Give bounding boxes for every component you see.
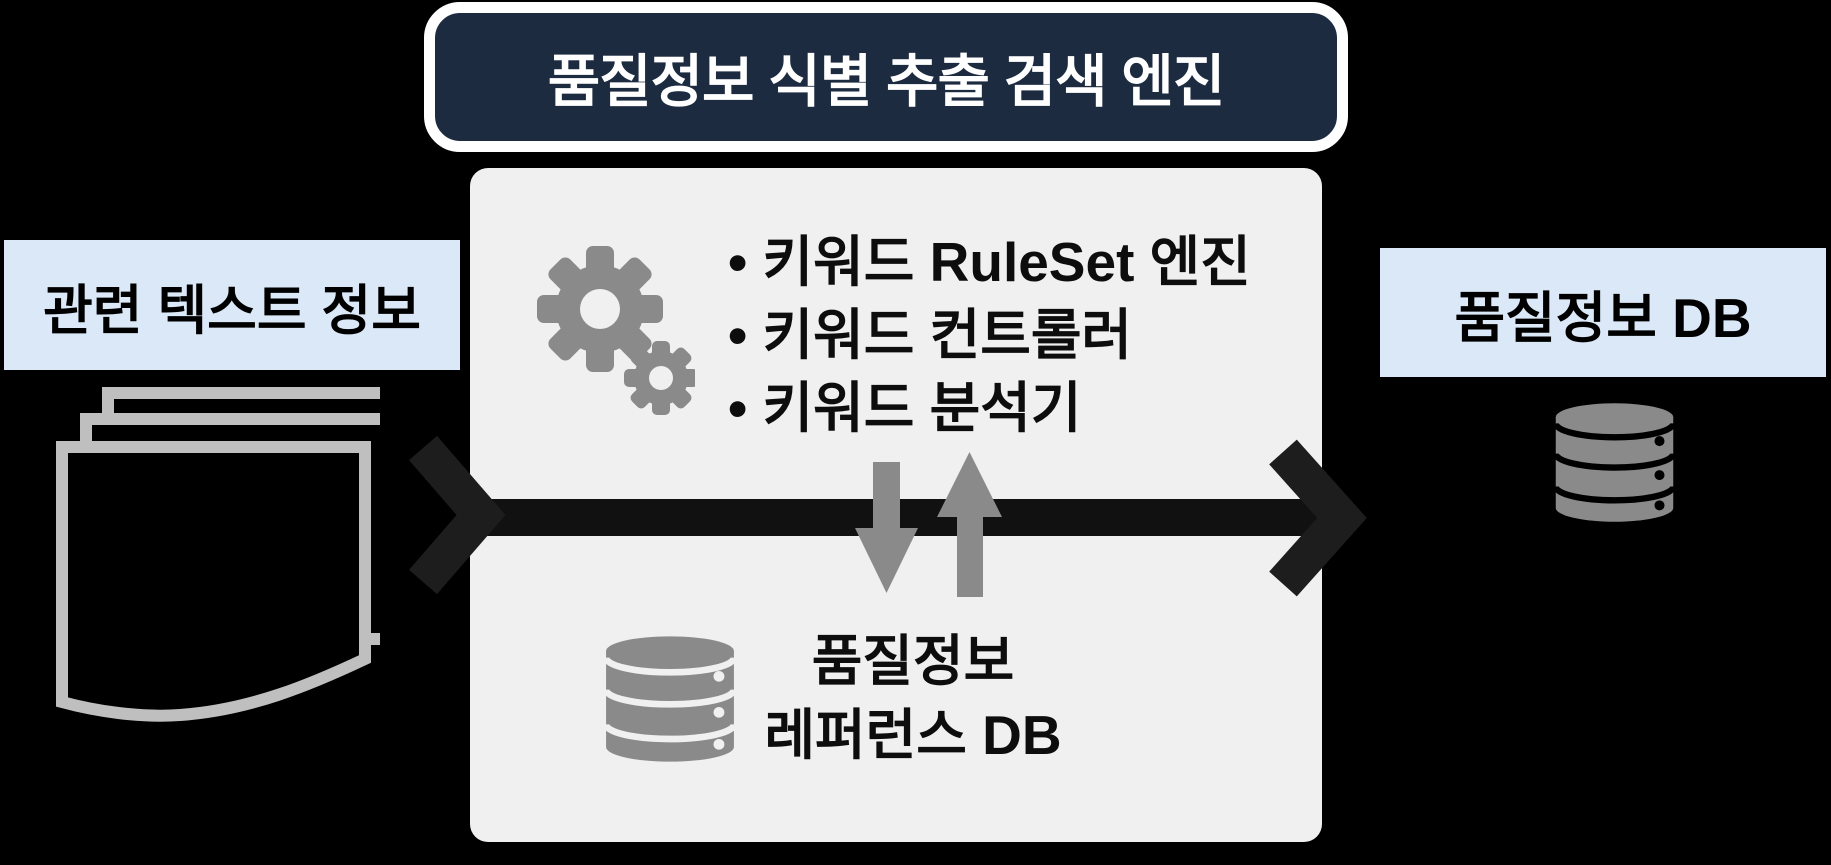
page-title: 품질정보 식별 추출 검색 엔진 — [547, 50, 1226, 114]
title-banner: 품질정보 식별 추출 검색 엔진 — [424, 2, 1348, 152]
arrow-down-icon — [855, 462, 918, 593]
gears-icon — [537, 246, 695, 415]
document-front — [56, 441, 371, 722]
output-label-box: 품질정보 DB — [1380, 248, 1826, 377]
reference-db-label: 품질정보 레퍼런스 DB — [733, 624, 1093, 772]
database-icon — [1552, 403, 1677, 522]
reference-db-line2: 레퍼런스 DB — [764, 704, 1062, 766]
input-label-box: 관련 텍스트 정보 — [4, 240, 460, 370]
database-icon — [602, 636, 738, 762]
engine-component: 키워드 분석기 — [728, 372, 1303, 445]
engine-component: 키워드 RuleSet 엔진 — [728, 226, 1303, 299]
output-label: 품질정보 DB — [1454, 286, 1752, 349]
input-label: 관련 텍스트 정보 — [43, 280, 421, 341]
engine-component-list: 키워드 RuleSet 엔진 키워드 컨트롤러 키워드 분석기 — [728, 226, 1303, 445]
engine-component: 키워드 컨트롤러 — [728, 299, 1303, 372]
reference-db-line1: 품질정보 — [811, 630, 1015, 692]
arrow-up-icon — [937, 452, 1002, 597]
sync-arrows — [855, 452, 1002, 597]
chevron-right-icon — [409, 435, 506, 595]
document-stack-icon — [56, 387, 380, 722]
chevron-right-icon — [1269, 439, 1367, 597]
